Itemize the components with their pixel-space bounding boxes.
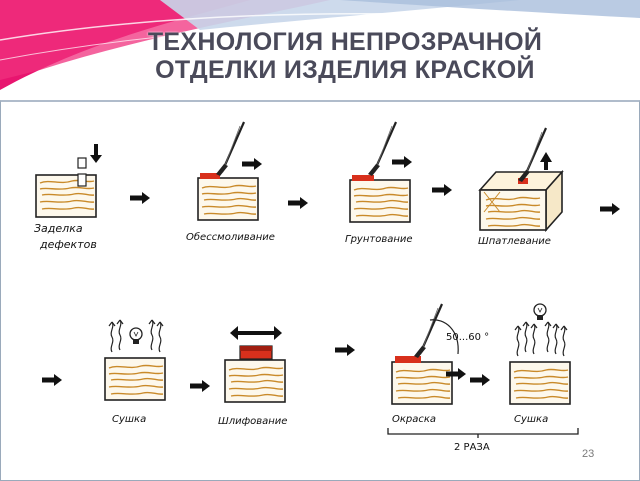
step-defect-filling: Заделка дефектов xyxy=(34,144,102,251)
step-drying-1: Сушка xyxy=(104,319,166,425)
temperature-label: 50...60 ° xyxy=(446,332,489,343)
brush-icon xyxy=(214,120,246,178)
step-painting: 50...60 ° Окраска xyxy=(391,302,489,425)
slide-title: ТЕХНОЛОГИЯ НЕПРОЗРАЧНОЙ ОТДЕЛКИ ИЗДЕЛИЯ … xyxy=(70,28,620,84)
arrow-icon xyxy=(432,184,452,196)
page-number: 23 xyxy=(582,448,595,460)
caption-step-2: Обессмоливание xyxy=(186,231,275,243)
bulb-icon xyxy=(129,327,143,345)
caption-step-7: Окраска xyxy=(392,414,436,425)
bulb-icon xyxy=(533,303,547,321)
content-panel xyxy=(0,100,640,481)
arrow-icon xyxy=(242,158,262,170)
caption-step-8: Сушка xyxy=(514,414,548,425)
caption-step-1-line-1: Заделка xyxy=(34,222,83,235)
arrow-icon xyxy=(392,156,412,168)
arrow-icon xyxy=(470,374,490,386)
arrow-icon xyxy=(190,380,210,392)
arrow-icon xyxy=(42,374,62,386)
caption-step-3: Грунтование xyxy=(345,234,413,245)
caption-step-4: Шпатлевание xyxy=(478,236,551,247)
brush-icon xyxy=(412,302,444,360)
arrow-icon xyxy=(130,192,150,204)
brush-icon xyxy=(366,120,398,178)
step-drying-2: Сушка xyxy=(509,303,571,425)
caption-step-1-line-2: дефектов xyxy=(39,238,97,251)
caption-step-5: Сушка xyxy=(112,414,146,425)
repeat-bracket: 2 РАЗА xyxy=(387,428,579,453)
step-deresining: Обессмоливание xyxy=(186,120,275,243)
arrow-icon xyxy=(335,344,355,356)
caption-step-6: Шлифование xyxy=(218,416,287,427)
slide-title-line-1: ТЕХНОЛОГИЯ НЕПРОЗРАЧНОЙ xyxy=(147,28,543,56)
arrow-icon xyxy=(600,203,620,215)
arrow-icon xyxy=(288,197,308,209)
step-priming: Грунтование xyxy=(345,120,413,245)
step-sanding: Шлифование xyxy=(218,326,287,427)
slide-title-line-2: ОТДЕЛКИ ИЗДЕЛИЯ КРАСКОЙ xyxy=(155,56,535,84)
repeat-label: 2 РАЗА xyxy=(454,442,490,453)
step-puttying: Шпатлевание xyxy=(478,126,564,247)
